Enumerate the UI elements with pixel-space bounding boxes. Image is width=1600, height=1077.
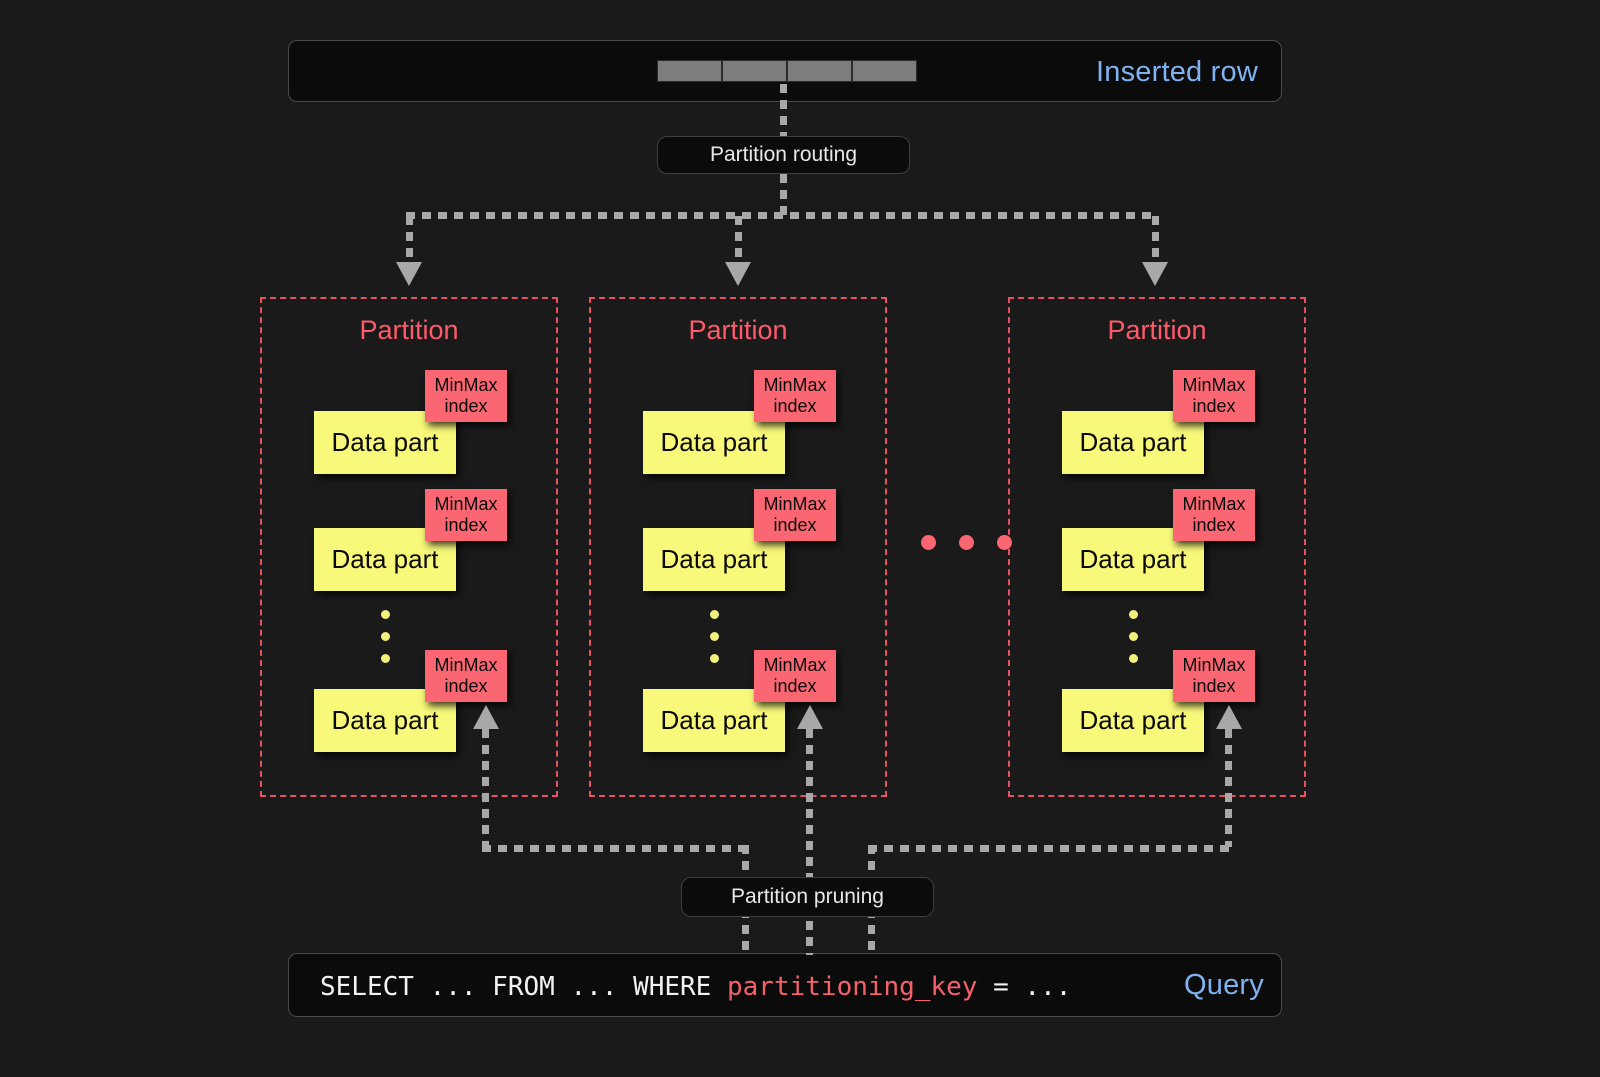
- minmax-line1: MinMax: [1182, 375, 1246, 396]
- minmax-index-box: MinMax index: [425, 489, 507, 541]
- minmax-line1: MinMax: [434, 375, 498, 396]
- partition-title: Partition: [688, 315, 788, 345]
- ellipsis-dot: [1129, 654, 1138, 663]
- query-code-prefix: SELECT ... FROM ... WHERE: [320, 972, 727, 1002]
- minmax-line2: index: [1192, 396, 1236, 416]
- connector-routing-to-bus: [780, 174, 787, 216]
- minmax-line2: index: [773, 515, 817, 535]
- minmax-line2: index: [444, 396, 488, 416]
- data-part-box: Data part: [1062, 528, 1204, 591]
- connector-bus-to-partition-1: [406, 216, 413, 266]
- ellipsis-dot: [710, 610, 719, 619]
- connector-pruning-to-partition-1: [482, 729, 489, 847]
- query-code-text: SELECT ... FROM ... WHERE partitioning_k…: [320, 972, 1071, 1002]
- minmax-line2: index: [1192, 515, 1236, 535]
- inserted-row-label: Inserted row: [1096, 56, 1258, 88]
- connector-row-to-routing: [780, 84, 787, 136]
- data-part-ellipsis: [1129, 610, 1138, 676]
- partition-title: Partition: [359, 315, 459, 345]
- query-label: Query: [1184, 969, 1264, 1001]
- minmax-line1: MinMax: [434, 655, 498, 676]
- partitions-ellipsis: [921, 535, 1012, 550]
- minmax-index-box: MinMax index: [1173, 370, 1255, 422]
- partition-pruning-box: Partition pruning: [681, 877, 934, 917]
- pruning-bus-left: [482, 845, 746, 852]
- minmax-index-box: MinMax index: [754, 489, 836, 541]
- connector-bus-to-partition-2: [735, 216, 742, 266]
- minmax-index-label: MinMax index: [1182, 375, 1245, 416]
- minmax-index-label: MinMax index: [763, 375, 826, 416]
- arrow-down-partition-2: [725, 262, 751, 286]
- query-code-key: partitioning_key: [727, 972, 978, 1002]
- connector-bus-to-partition-3: [1152, 216, 1159, 266]
- minmax-line1: MinMax: [434, 494, 498, 515]
- partition-title: Partition: [1107, 315, 1207, 345]
- minmax-line2: index: [773, 676, 817, 696]
- arrow-up-partition-2: [797, 705, 823, 729]
- minmax-index-box: MinMax index: [754, 370, 836, 422]
- data-part-box: Data part: [314, 411, 456, 474]
- row-cell: [852, 60, 917, 82]
- minmax-line1: MinMax: [763, 375, 827, 396]
- arrow-up-partition-3: [1216, 705, 1242, 729]
- minmax-index-label: MinMax index: [763, 494, 826, 535]
- minmax-index-box: MinMax index: [425, 650, 507, 702]
- minmax-line1: MinMax: [1182, 494, 1246, 515]
- data-part-box: Data part: [1062, 689, 1204, 752]
- partition-box-1: Partition: [260, 297, 558, 797]
- minmax-line1: MinMax: [1182, 655, 1246, 676]
- arrow-down-partition-3: [1142, 262, 1168, 286]
- minmax-index-box: MinMax index: [425, 370, 507, 422]
- minmax-line2: index: [444, 515, 488, 535]
- partition-box-2: Partition: [589, 297, 887, 797]
- minmax-index-label: MinMax index: [1182, 494, 1245, 535]
- row-cell: [657, 60, 722, 82]
- ellipsis-dot: [997, 535, 1012, 550]
- routing-bus-line: [406, 212, 1158, 219]
- ellipsis-dot: [381, 610, 390, 619]
- query-code-suffix: = ...: [977, 972, 1072, 1002]
- row-cell: [787, 60, 852, 82]
- ellipsis-dot: [1129, 632, 1138, 641]
- minmax-index-box: MinMax index: [1173, 489, 1255, 541]
- minmax-line1: MinMax: [763, 494, 827, 515]
- pruning-bus-right: [868, 845, 1232, 852]
- minmax-index-label: MinMax index: [434, 375, 497, 416]
- minmax-index-label: MinMax index: [1182, 655, 1245, 696]
- minmax-line2: index: [444, 676, 488, 696]
- minmax-index-label: MinMax index: [434, 494, 497, 535]
- partition-routing-box: Partition routing: [657, 136, 910, 174]
- data-part-ellipsis: [710, 610, 719, 676]
- ellipsis-dot: [710, 632, 719, 641]
- connector-pruning-to-partition-2: [806, 729, 813, 955]
- minmax-line1: MinMax: [763, 655, 827, 676]
- inserted-row-cells: [657, 60, 917, 82]
- arrow-up-partition-1: [473, 705, 499, 729]
- data-part-ellipsis: [381, 610, 390, 676]
- minmax-line2: index: [1192, 676, 1236, 696]
- minmax-index-label: MinMax index: [763, 655, 826, 696]
- query-bar: [288, 953, 1282, 1017]
- ellipsis-dot: [710, 654, 719, 663]
- minmax-index-box: MinMax index: [754, 650, 836, 702]
- connector-pruning-to-partition-3: [1225, 729, 1232, 847]
- ellipsis-dot: [921, 535, 936, 550]
- arrow-down-partition-1: [396, 262, 422, 286]
- minmax-index-box: MinMax index: [1173, 650, 1255, 702]
- ellipsis-dot: [381, 632, 390, 641]
- ellipsis-dot: [1129, 610, 1138, 619]
- minmax-line2: index: [773, 396, 817, 416]
- row-cell: [722, 60, 787, 82]
- minmax-index-label: MinMax index: [434, 655, 497, 696]
- ellipsis-dot: [959, 535, 974, 550]
- ellipsis-dot: [381, 654, 390, 663]
